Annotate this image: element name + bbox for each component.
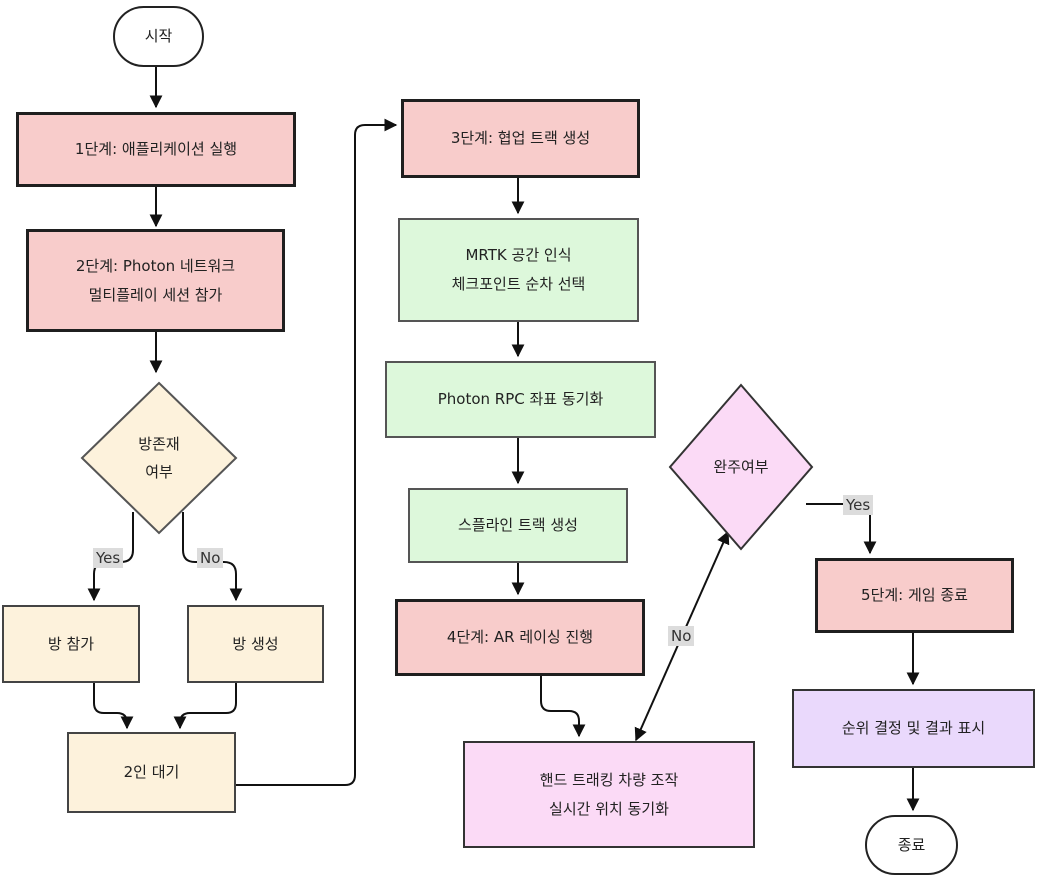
join-room-box: 방 참가: [2, 605, 140, 683]
decision-room-label: 방존재 여부: [109, 428, 209, 488]
edge-wait-step3: [236, 118, 398, 786]
hand-tracking-line1: 핸드 트래킹 차량 조작: [539, 770, 679, 789]
edge-label-room-yes: Yes: [93, 548, 124, 568]
decision-room-line2: 여부: [145, 463, 173, 481]
step2-label-line2: 멀티플레이 세션 참가: [88, 285, 223, 304]
create-room-box: 방 생성: [187, 605, 324, 683]
edge-step4-hand: [540, 676, 586, 738]
mrtk-label-line1: MRTK 공간 인식: [465, 246, 572, 264]
create-room-label: 방 생성: [232, 634, 279, 653]
mrtk-box: MRTK 공간 인식 체크포인트 순차 선택: [398, 218, 639, 322]
decision-finish-label: 완주여부: [713, 458, 769, 476]
step4-box: 4단계: AR 레이싱 진행: [395, 599, 645, 676]
start-terminal: 시작: [113, 6, 204, 67]
decision-finish-diamond: [668, 383, 814, 551]
edge-label-finish-no: No: [668, 626, 695, 646]
step1-box: 1단계: 애플리케이션 실행: [16, 112, 296, 187]
wait-two-label: 2인 대기: [123, 763, 180, 781]
end-label: 종료: [897, 835, 926, 854]
decision-room-line1: 방존재: [138, 435, 180, 453]
step2-label-line1: 2단계: Photon 네트워크: [75, 256, 236, 275]
step5-label: 5단계: 게임 종료: [861, 586, 968, 604]
mrtk-label-line2: 체크포인트 순차 선택: [451, 275, 586, 293]
step1-label: 1단계: 애플리케이션 실행: [74, 140, 238, 158]
edge-label-finish-yes: Yes: [843, 495, 874, 515]
step2-box: 2단계: Photon 네트워크 멀티플레이 세션 참가: [26, 229, 285, 332]
ranking-box: 순위 결정 및 결과 표시: [792, 689, 1035, 768]
spline-box: 스플라인 트랙 생성: [408, 488, 628, 563]
edge-join-wait: [93, 683, 134, 730]
edge-label-room-no: No: [197, 548, 224, 568]
rpc-label: Photon RPC 좌표 동기화: [437, 390, 604, 408]
hand-tracking-box: 핸드 트래킹 차량 조작 실시간 위치 동기화: [463, 741, 755, 848]
step3-box: 3단계: 협업 트랙 생성: [401, 99, 640, 178]
wait-two-box: 2인 대기: [67, 732, 236, 813]
join-room-label: 방 참가: [47, 634, 95, 653]
ranking-label: 순위 결정 및 결과 표시: [841, 719, 986, 737]
edge-create-wait: [173, 683, 237, 730]
step4-label: 4단계: AR 레이싱 진행: [446, 628, 594, 646]
hand-tracking-line2: 실시간 위치 동기화: [549, 799, 669, 818]
decision-room-diamond: [80, 381, 238, 535]
step3-label: 3단계: 협업 트랙 생성: [450, 129, 591, 147]
start-label: 시작: [144, 27, 173, 45]
step5-box: 5단계: 게임 종료: [815, 558, 1014, 633]
end-terminal: 종료: [865, 815, 958, 875]
spline-label: 스플라인 트랙 생성: [458, 516, 578, 534]
rpc-box: Photon RPC 좌표 동기화: [385, 361, 656, 438]
